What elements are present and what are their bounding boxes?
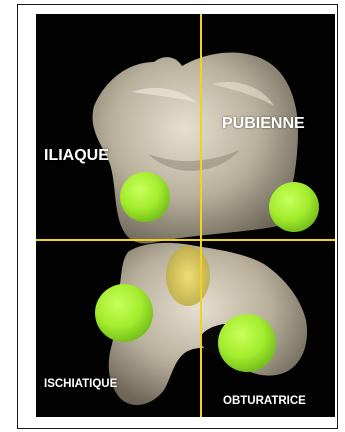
iliac-wing-shape	[93, 52, 298, 243]
marker-iliaque	[120, 172, 170, 222]
marker-obturatrice	[218, 314, 276, 372]
label-ischiatique: ISCHIATIQUE	[44, 378, 117, 390]
acetabulum-shape	[166, 246, 210, 306]
label-pubienne: PUBIENNE	[222, 115, 305, 133]
label-iliaque: ILIAQUE	[44, 147, 109, 165]
marker-ischiatique	[95, 284, 153, 342]
pelvis-render	[36, 14, 335, 417]
label-obturatrice: OBTURATRICE	[223, 395, 306, 407]
marker-pubienne	[269, 182, 319, 232]
pelvis-scan-image: ILIAQUE PUBIENNE ISCHIATIQUE OBTURATRICE	[36, 14, 335, 417]
